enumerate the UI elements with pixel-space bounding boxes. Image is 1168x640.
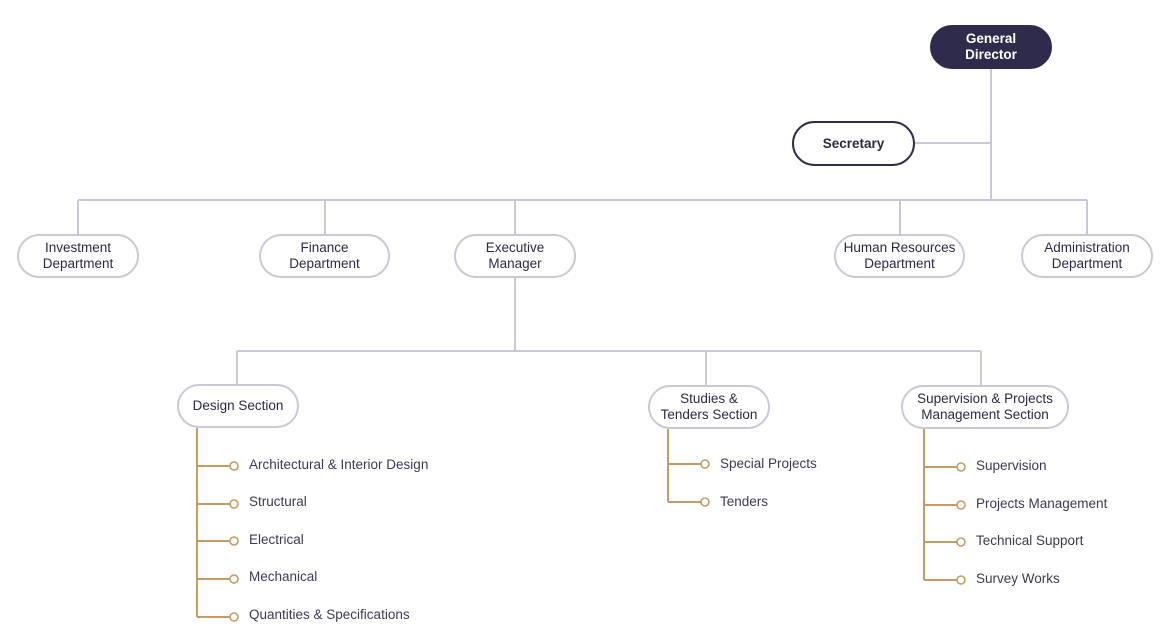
design-item-bullet-icon [229,574,239,584]
design-item-bullet-icon [229,461,239,471]
studies-tenders-section-label: Studies & Tenders Section [660,391,758,422]
supervision-section-label: Supervision & Projects Management Sectio… [917,391,1053,422]
supervision-item-bullet-icon [956,537,966,547]
design-item-structural[interactable]: Structural [249,494,307,509]
hierarchy-lines [77,68,1088,385]
design-item-architectural[interactable]: Architectural & Interior Design [249,457,429,472]
studies-item-special-projects[interactable]: Special Projects [720,456,817,471]
studies-item-bullet-icon [700,497,710,507]
general-director-label: General Director [965,31,1017,62]
design-item-electrical[interactable]: Electrical [249,532,304,547]
studies-tenders-section-node[interactable]: Studies & Tenders Section [648,385,770,429]
supervision-item-bullet-icon [956,462,966,472]
secretary-node[interactable]: Secretary [792,121,915,166]
supervision-item-bullet-icon [956,500,966,510]
supervision-item-technical-support[interactable]: Technical Support [976,533,1084,548]
studies-item-tenders[interactable]: Tenders [720,494,769,509]
design-item-bullet-icon [229,612,239,622]
hr-department-node[interactable]: Human Resources Department [834,234,965,278]
studies-item-bullet-icon [700,459,710,469]
design-item-mechanical[interactable]: Mechanical [249,569,318,584]
finance-department-label: Finance Department [289,240,360,271]
supervision-item-projects-management[interactable]: Projects Management [976,496,1108,511]
hr-department-label: Human Resources Department [843,240,956,271]
finance-department-node[interactable]: Finance Department [259,234,390,278]
executive-manager-node[interactable]: Executive Manager [454,234,576,278]
supervision-section-node[interactable]: Supervision & Projects Management Sectio… [901,385,1069,429]
sub-item-lines [196,428,966,622]
design-item-quantities[interactable]: Quantities & Specifications [249,607,410,622]
design-section-node[interactable]: Design Section [177,384,299,428]
secretary-label: Secretary [822,135,885,151]
administration-department-label: Administration Department [1044,240,1130,271]
administration-department-node[interactable]: Administration Department [1021,234,1153,278]
design-item-bullet-icon [229,499,239,509]
design-item-bullet-icon [229,536,239,546]
investment-department-node[interactable]: Investment Department [17,234,139,278]
supervision-item-bullet-icon [956,575,966,585]
design-section-label: Design Section [192,398,284,413]
supervision-item-supervision[interactable]: Supervision [976,458,1047,473]
supervision-item-survey-works[interactable]: Survey Works [976,571,1060,586]
general-director-node[interactable]: General Director [930,25,1052,69]
executive-manager-label: Executive Manager [485,240,545,271]
investment-department-label: Investment Department [42,240,114,271]
